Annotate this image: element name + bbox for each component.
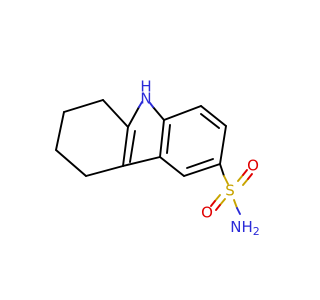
bond-n-c8a-blue	[149, 102, 154, 108]
bond-c8a-c4b-double	[166, 124, 171, 154]
bond-c3-c4	[55, 149, 87, 177]
bond-c4a-c4b	[122, 156, 161, 167]
bond-c8-c7-double	[200, 113, 220, 129]
bond-c6-s	[219, 163, 225, 177]
atom-nh2-subscript: 2	[253, 225, 260, 238]
bond-c2-c3	[55, 111, 65, 151]
bond-s-o1-red-double	[247, 173, 253, 180]
bond-c8a-n	[152, 106, 165, 121]
bond-s-o1-yellow	[237, 174, 244, 182]
bond-c9a-c4a	[122, 126, 129, 167]
bond-n-c9a-blue	[138, 101, 143, 108]
bond-c5-c4b	[159, 156, 185, 177]
bond-c9a-c1	[102, 99, 129, 128]
atom-o-bottom-label: O	[201, 204, 213, 222]
bond-c6-c5-double	[186, 158, 214, 169]
bond-s-c6-yellow	[223, 175, 229, 185]
bond-c1-c2	[63, 99, 104, 113]
bond-c8-c7	[200, 105, 227, 127]
bond-c7-c6	[219, 125, 227, 165]
bond-c9a-n	[127, 106, 140, 128]
atom-h-label: H	[140, 78, 151, 96]
bond-c9a-c4a-double	[129, 130, 136, 163]
atom-n-ring-label: N	[140, 90, 151, 108]
bond-s-n-blue	[236, 207, 241, 215]
atom-o-top-label: O	[247, 157, 259, 175]
bond-s-o1-yellow-double	[242, 178, 249, 186]
structure-diagram: H N S O O NH2	[55, 78, 260, 239]
bond-s-o2-yellow-double	[214, 194, 221, 202]
molecule-canvas: H N S O O NH2	[55, 78, 260, 239]
atom-nh2-main: NH	[230, 218, 253, 236]
bond-s-o2-red	[215, 204, 221, 211]
bond-c6-c5	[183, 163, 221, 177]
atom-nh2-label: NH2	[230, 218, 260, 239]
bond-c4-c4a	[85, 165, 124, 177]
bond-c8a-c8	[163, 105, 202, 121]
bond-s-n-yellow	[233, 199, 238, 209]
bond-c4b-c8a	[159, 119, 165, 158]
bond-s-o1-red	[242, 169, 248, 176]
atom-s-label: S	[225, 182, 235, 200]
bond-s-o2-red-double	[210, 200, 216, 207]
bond-s-o2-yellow	[219, 198, 226, 206]
